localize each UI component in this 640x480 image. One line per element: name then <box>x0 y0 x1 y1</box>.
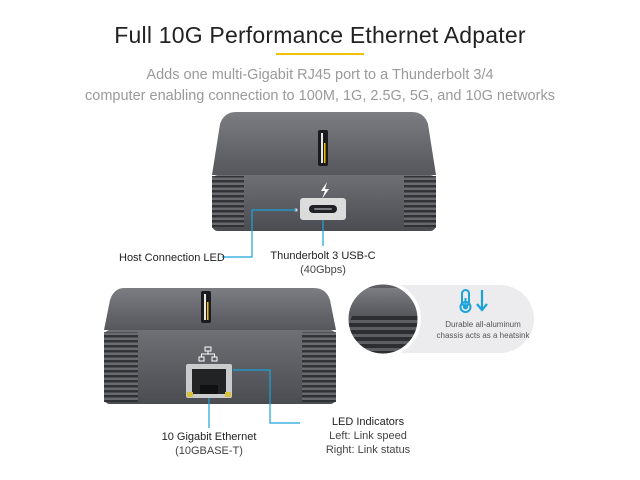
subtitle: Adds one multi-Gigabit RJ45 port to a Th… <box>0 65 640 107</box>
brand-logo <box>318 130 328 166</box>
heatsink-fins-right-bottom <box>302 332 336 402</box>
ethernet-label-title: 10 Gigabit Ethernet <box>161 431 257 443</box>
heatsink-line-2: chassis acts as a heatsink <box>436 331 530 340</box>
ethernet-label-sub: (10GBASE-T) <box>175 445 243 457</box>
ethernet-label: 10 Gigabit Ethernet (10GBASE-T) <box>150 430 268 458</box>
host-led-label: Host Connection LED <box>119 252 225 264</box>
led-indicators-title: LED Indicators <box>331 416 405 428</box>
adapter-ethernet-view <box>104 288 336 404</box>
led-indicators-label: LED Indicators Left: Link speed Right: L… <box>306 415 430 457</box>
heatsink-fins-right <box>404 176 436 228</box>
callout-lines-top <box>222 209 324 258</box>
heatsink-line-1: Durable all-aluminum <box>445 320 521 329</box>
subtitle-line-2: computer enabling connection to 100M, 1G… <box>85 88 555 104</box>
callout-lines-bottom <box>208 369 300 428</box>
title-underline <box>276 53 364 55</box>
thunderbolt-icon <box>321 182 329 199</box>
network-icon <box>198 346 218 362</box>
heatsink-description: Durable all-aluminum chassis acts as a h… <box>428 319 538 341</box>
thunderbolt-label-sub: (40Gbps) <box>300 264 346 276</box>
brand-logo-bottom <box>201 291 211 323</box>
heatsink-fins-left <box>212 176 244 228</box>
led-right-link-status <box>225 392 231 397</box>
led-left-link-speed <box>187 392 193 397</box>
thunderbolt-label-title: Thunderbolt 3 USB-C <box>270 250 376 262</box>
heatsink-fins-left-bottom <box>104 332 138 402</box>
led-indicators-left: Left: Link speed <box>329 430 407 442</box>
subtitle-line-1: Adds one multi-Gigabit RJ45 port to a Th… <box>146 67 494 83</box>
adapter-top-view <box>212 112 436 231</box>
thunderbolt-label: Thunderbolt 3 USB-C (40Gbps) <box>262 249 384 277</box>
led-indicators-right: Right: Link status <box>325 444 411 456</box>
page-title: Full 10G Performance Ethernet Adpater <box>114 22 526 48</box>
